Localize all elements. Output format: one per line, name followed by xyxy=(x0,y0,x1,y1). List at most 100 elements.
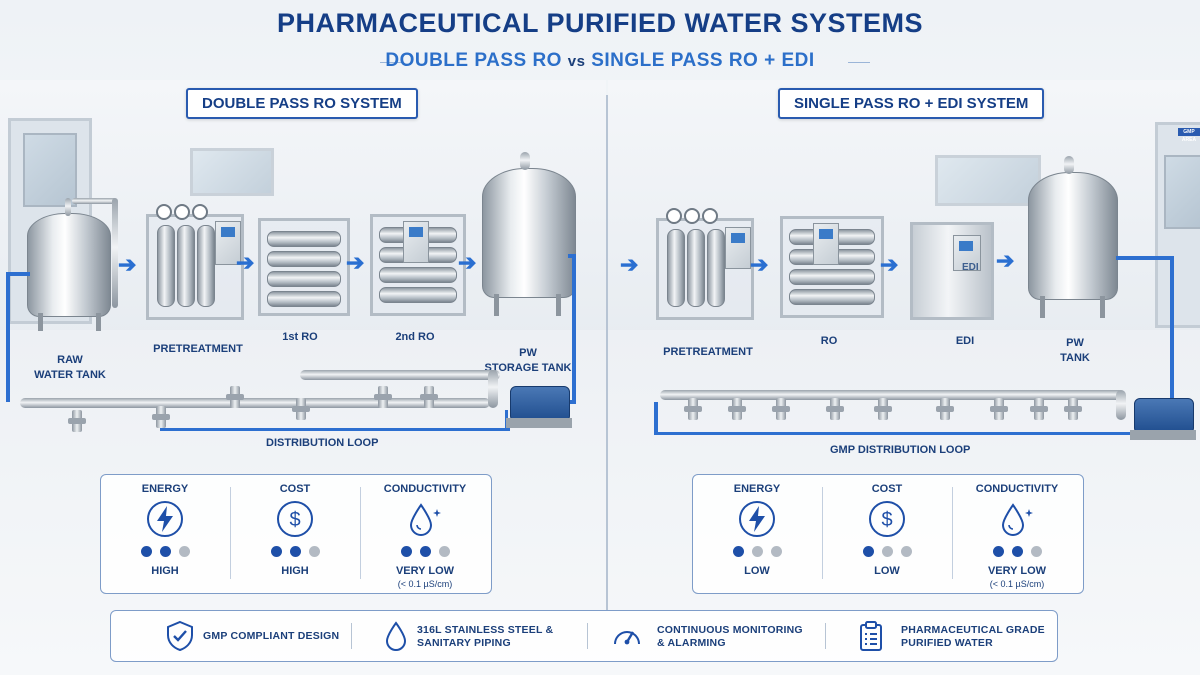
metric-value: LOW xyxy=(744,565,770,577)
right-window xyxy=(935,155,1041,206)
subtitle-row: DOUBLE PASS RO vs SINGLE PASS RO + EDI xyxy=(0,50,1200,74)
valve-icon xyxy=(936,398,954,420)
gauge-icon xyxy=(174,204,190,220)
left-metric-energy: ENERGY HIGH xyxy=(101,475,229,591)
level-dot-empty xyxy=(178,546,190,557)
level-dot-filled xyxy=(159,546,171,557)
metric-value: VERY LOW xyxy=(395,565,455,577)
gauge-icon xyxy=(614,631,640,645)
center-divider xyxy=(606,95,608,610)
right-ro-label: RO xyxy=(820,335,838,347)
features-footer: GMP COMPLIANT DESIGN 316L STAINLESS STEE… xyxy=(110,610,1058,662)
metric-title: CONDUCTIVITY xyxy=(383,483,467,495)
edi-unit-text: EDI xyxy=(962,262,979,273)
metric-separator xyxy=(822,487,823,579)
pretreatment-label: PRETREATMENT xyxy=(153,343,243,355)
valve-icon xyxy=(226,386,244,408)
metric-value: HIGH xyxy=(281,565,309,577)
clipboard-icon xyxy=(860,621,882,651)
metric-note: (< 0.1 µS/cm) xyxy=(397,579,453,589)
gauge-icon xyxy=(684,208,700,224)
feature-monitoring: CONTINUOUS MONITORING& ALARMING xyxy=(611,611,821,661)
flow-arrow-icon: ➔ xyxy=(346,250,365,275)
level-dot-filled xyxy=(419,546,431,557)
metric-note: (< 0.1 µS/cm) xyxy=(989,579,1045,589)
metric-separator xyxy=(230,487,231,579)
feature-steel: 316L STAINLESS STEEL &SANITARY PIPING xyxy=(383,611,593,661)
pw-storage-tank xyxy=(482,168,576,298)
level-indicator xyxy=(953,546,1081,558)
right-door xyxy=(1155,122,1200,328)
left-metric-cost: COST$HIGH xyxy=(231,475,359,591)
flow-arrow-icon: ➔ xyxy=(620,252,639,277)
level-dot-empty xyxy=(438,546,450,557)
valve-icon xyxy=(1030,398,1048,420)
metric-value: LOW xyxy=(874,565,900,577)
left-metric-conductivity: CONDUCTIVITY VERY LOW (< 0.1 µS/cm) xyxy=(361,475,489,591)
edi-unit xyxy=(910,222,994,320)
flow-arrow-icon: ➔ xyxy=(458,250,477,275)
gmp-area-sign: GMP AREA xyxy=(1178,128,1200,143)
valve-icon xyxy=(374,386,392,408)
gauge-icon xyxy=(666,208,682,224)
gauge-icon xyxy=(192,204,208,220)
lightning-icon xyxy=(739,501,775,537)
flow-arrow-icon: ➔ xyxy=(880,252,899,277)
left-section-label: DOUBLE PASS RO SYSTEM xyxy=(186,88,418,119)
pretreatment-skid xyxy=(146,214,244,320)
water-drop-icon xyxy=(1001,503,1033,536)
level-dot-filled xyxy=(1011,546,1023,557)
level-dot-filled xyxy=(400,546,412,557)
water-drop-icon xyxy=(409,503,441,536)
level-dot-filled xyxy=(862,546,874,557)
valve-icon xyxy=(68,410,86,432)
right-loop-label: GMP DISTRIBUTION LOOP xyxy=(830,444,971,456)
left-distribution-pump xyxy=(510,386,570,422)
edi-label: EDI xyxy=(955,335,975,347)
level-dot-filled xyxy=(732,546,744,557)
metric-title: ENERGY xyxy=(141,483,189,495)
second-ro-label: 2nd RO xyxy=(395,331,435,343)
flow-arrow-icon: ➔ xyxy=(118,252,137,277)
level-indicator xyxy=(101,546,229,558)
level-dot-empty xyxy=(308,546,320,557)
level-indicator xyxy=(693,546,821,558)
metric-separator xyxy=(952,487,953,579)
page-subtitle: DOUBLE PASS RO vs SINGLE PASS RO + EDI xyxy=(385,50,815,71)
right-pretreatment-skid xyxy=(656,218,754,320)
valve-icon xyxy=(684,398,702,420)
feature-gmp: GMP COMPLIANT DESIGN xyxy=(165,611,365,661)
level-dot-filled xyxy=(270,546,282,557)
level-dot-filled xyxy=(992,546,1004,557)
metric-title: COST xyxy=(871,483,903,495)
metric-value: HIGH xyxy=(151,565,179,577)
level-dot-empty xyxy=(770,546,782,557)
left-loop-pipe xyxy=(20,398,490,408)
subtitle-line-right xyxy=(848,62,870,63)
level-indicator xyxy=(823,546,951,558)
dollar-icon: $ xyxy=(869,501,905,537)
dollar-icon: $ xyxy=(277,501,313,537)
flow-arrow-icon: ➔ xyxy=(996,248,1015,273)
right-loop-pipe xyxy=(660,390,1124,400)
level-dot-empty xyxy=(900,546,912,557)
left-loop-label: DISTRIBUTION LOOP xyxy=(266,437,379,449)
right-ro-skid xyxy=(780,216,884,318)
water-drop-icon xyxy=(385,621,407,651)
valve-icon xyxy=(152,406,170,428)
level-dot-filled xyxy=(140,546,152,557)
valve-icon xyxy=(292,398,310,420)
level-indicator xyxy=(231,546,359,558)
second-ro-skid xyxy=(370,214,466,316)
shield-check-icon xyxy=(167,620,193,652)
level-dot-empty xyxy=(881,546,893,557)
left-window xyxy=(190,148,274,196)
gauge-icon xyxy=(156,204,172,220)
flow-arrow-icon: ➔ xyxy=(750,252,769,277)
flow-arrow-icon: ➔ xyxy=(236,250,255,275)
metric-separator xyxy=(360,487,361,579)
